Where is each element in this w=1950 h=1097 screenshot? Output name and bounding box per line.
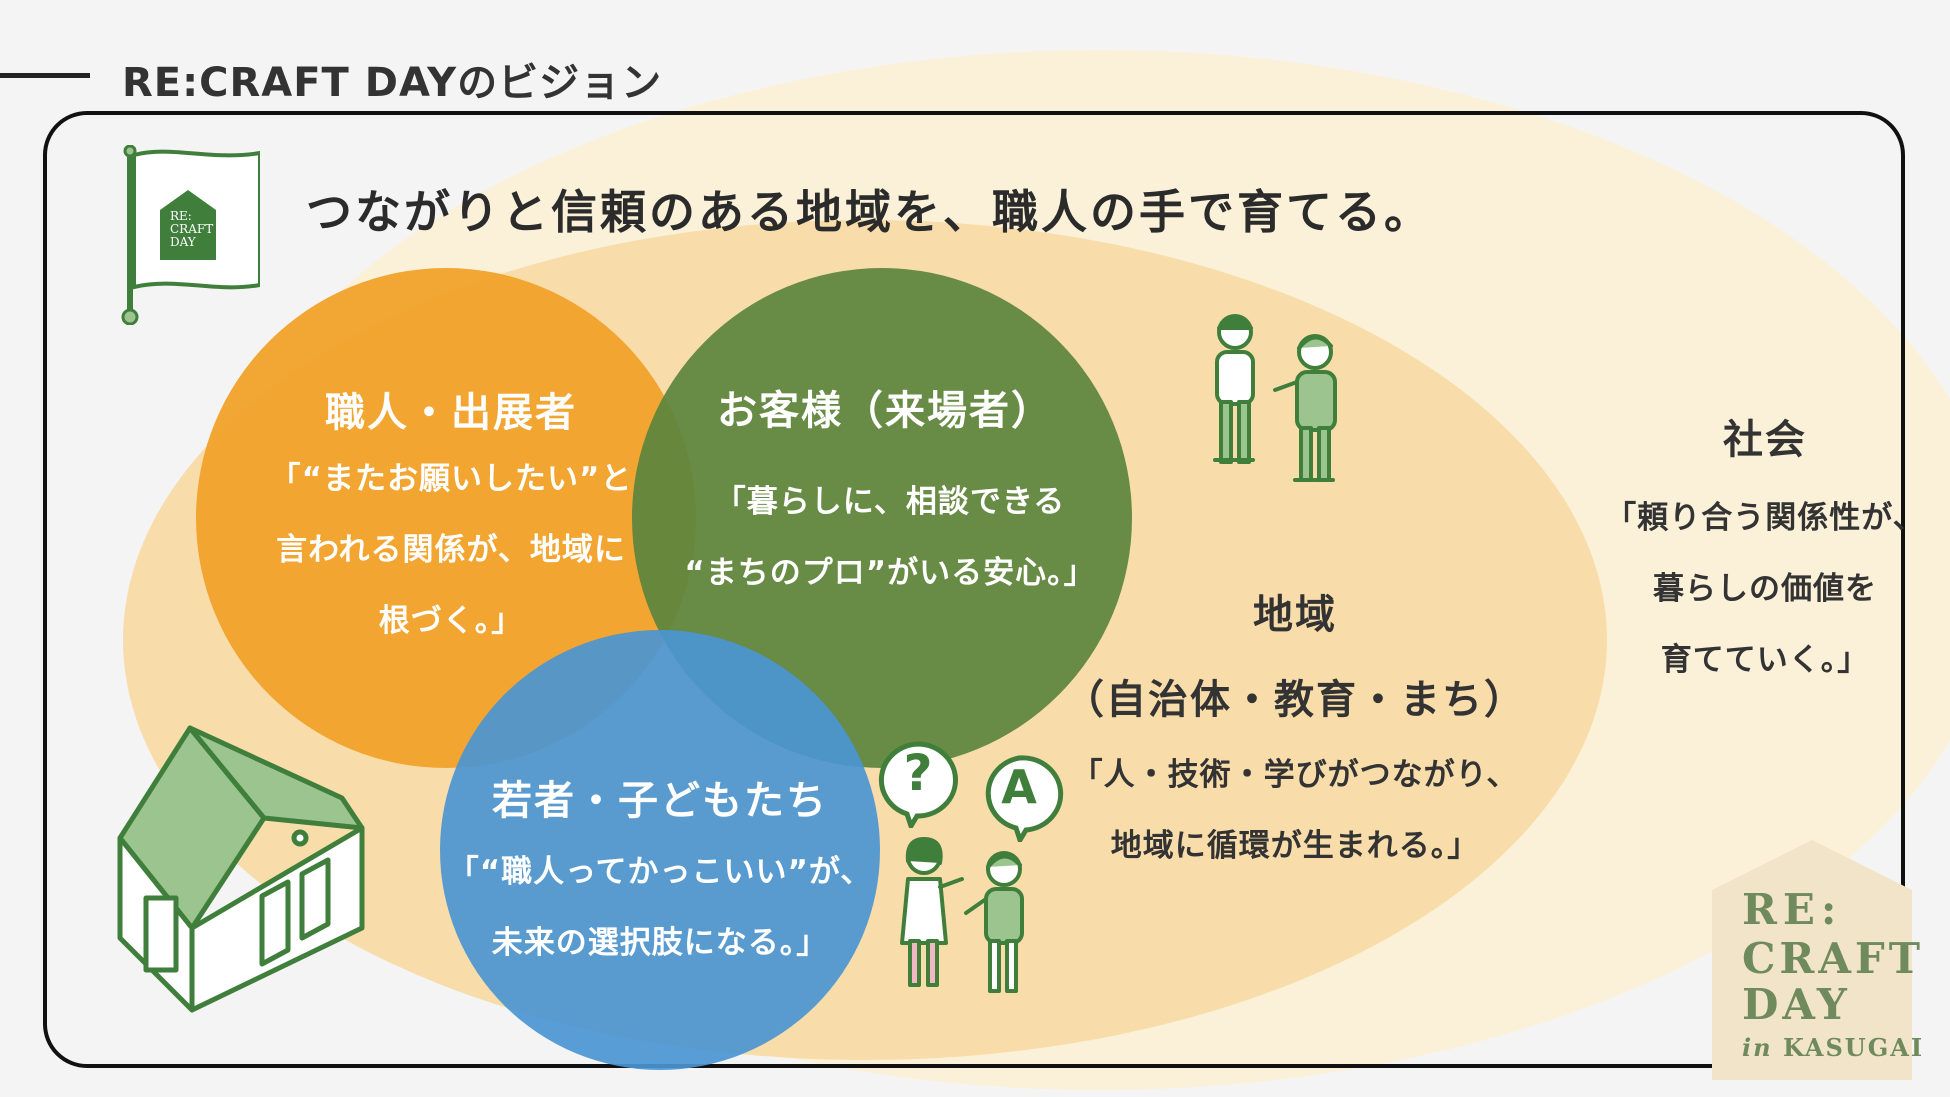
region-text: 「人・技術・学びがつながり、 地域に循環が生まれる。」 — [1071, 757, 1519, 864]
customers-circle — [632, 268, 1132, 768]
recraft-logo-badge — [1712, 840, 1912, 1080]
youth-circle — [440, 630, 880, 1070]
answer-bubble-icon — [985, 755, 1064, 842]
vision-tagline: つながりと信頼のある地域を、職人の手で育てる。 — [306, 185, 1433, 239]
page-title: RE:CRAFT DAYのビジョン — [122, 60, 663, 106]
people-talking-icon — [1213, 314, 1337, 482]
society-title: 社会 — [1723, 417, 1807, 463]
customers-title: お客様（来場者） — [717, 388, 1053, 434]
children-talking-icon — [900, 837, 1024, 993]
youth-title: 若者・子どもたち — [492, 778, 828, 824]
customers-text: 「暮らしに、相談できる “まちのプロ”がいる安心。」 — [684, 484, 1096, 591]
region-title: 地域 — [1253, 592, 1337, 638]
logo-line-1: RE: — [1742, 885, 1843, 934]
content-frame — [43, 111, 1905, 1068]
logo-line-4: in KASUGAI — [1742, 1033, 1925, 1062]
region-subtitle: （自治体・教育・まち） — [1064, 677, 1526, 723]
artisans-title: 職人・出展者 — [325, 390, 577, 436]
question-bubble-icon — [878, 741, 958, 828]
artisans-circle — [196, 268, 696, 768]
society-text: 「頼り合う関係性が、 暮らしの価値を 育てていく。」 — [1605, 500, 1925, 678]
answer-letter: A — [1001, 760, 1037, 814]
logo-line-2: CRAFT — [1742, 934, 1924, 983]
youth-text: 「“職人ってかっこいい”が、 未来の選択肢になる。」 — [447, 854, 873, 961]
house-icon — [117, 725, 365, 1013]
header-rule — [0, 73, 90, 78]
question-mark: ? — [903, 744, 933, 802]
logo-line-3: DAY — [1742, 980, 1851, 1029]
flag-icon — [121, 145, 260, 325]
artisans-text: 「“またお願いしたい”と 言われる関係が、地域に 根づく。」 — [269, 461, 633, 639]
flag-logo-text: RE: CRAFT DAY — [170, 209, 214, 249]
